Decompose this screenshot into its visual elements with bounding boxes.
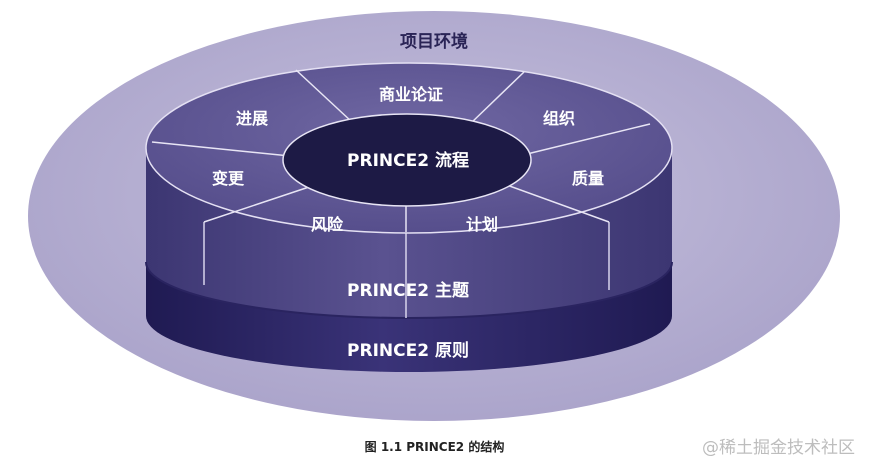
band-divider (145, 261, 673, 319)
process-center-label: PRINCE2 流程 (347, 150, 469, 171)
divider-organization-quality (526, 123, 651, 155)
theme-plans-label: 计划 (466, 215, 498, 234)
prince2-structure-diagram: 项目环境 PRINCE2 流程 商业论证 组织 质量 计划 (28, 11, 840, 421)
principles-band-label: PRINCE2 原则 (347, 340, 469, 361)
theme-progress-label: 进展 (236, 109, 269, 128)
theme-change-label: 变更 (212, 169, 245, 188)
theme-quality-label: 质量 (572, 169, 604, 188)
top-dividers (151, 69, 651, 232)
theme-organization-label: 组织 (543, 109, 575, 128)
divider-business-organization (469, 71, 525, 125)
divider-progress-business (295, 69, 353, 123)
divider-change-progress (151, 141, 291, 157)
project-environment-label: 项目环境 (400, 31, 468, 52)
theme-risk-label: 风险 (311, 215, 344, 234)
divider-quality-plans (503, 183, 610, 223)
theme-business-case-label: 商业论证 (379, 85, 443, 104)
figure-caption: 图 1.1 PRINCE2 的结构 (364, 440, 505, 454)
divider-risk-change (203, 183, 319, 223)
themes-band-label: PRINCE2 主题 (347, 280, 470, 301)
watermark: @稀土掘金技术社区 (702, 438, 855, 458)
process-center (282, 113, 532, 207)
